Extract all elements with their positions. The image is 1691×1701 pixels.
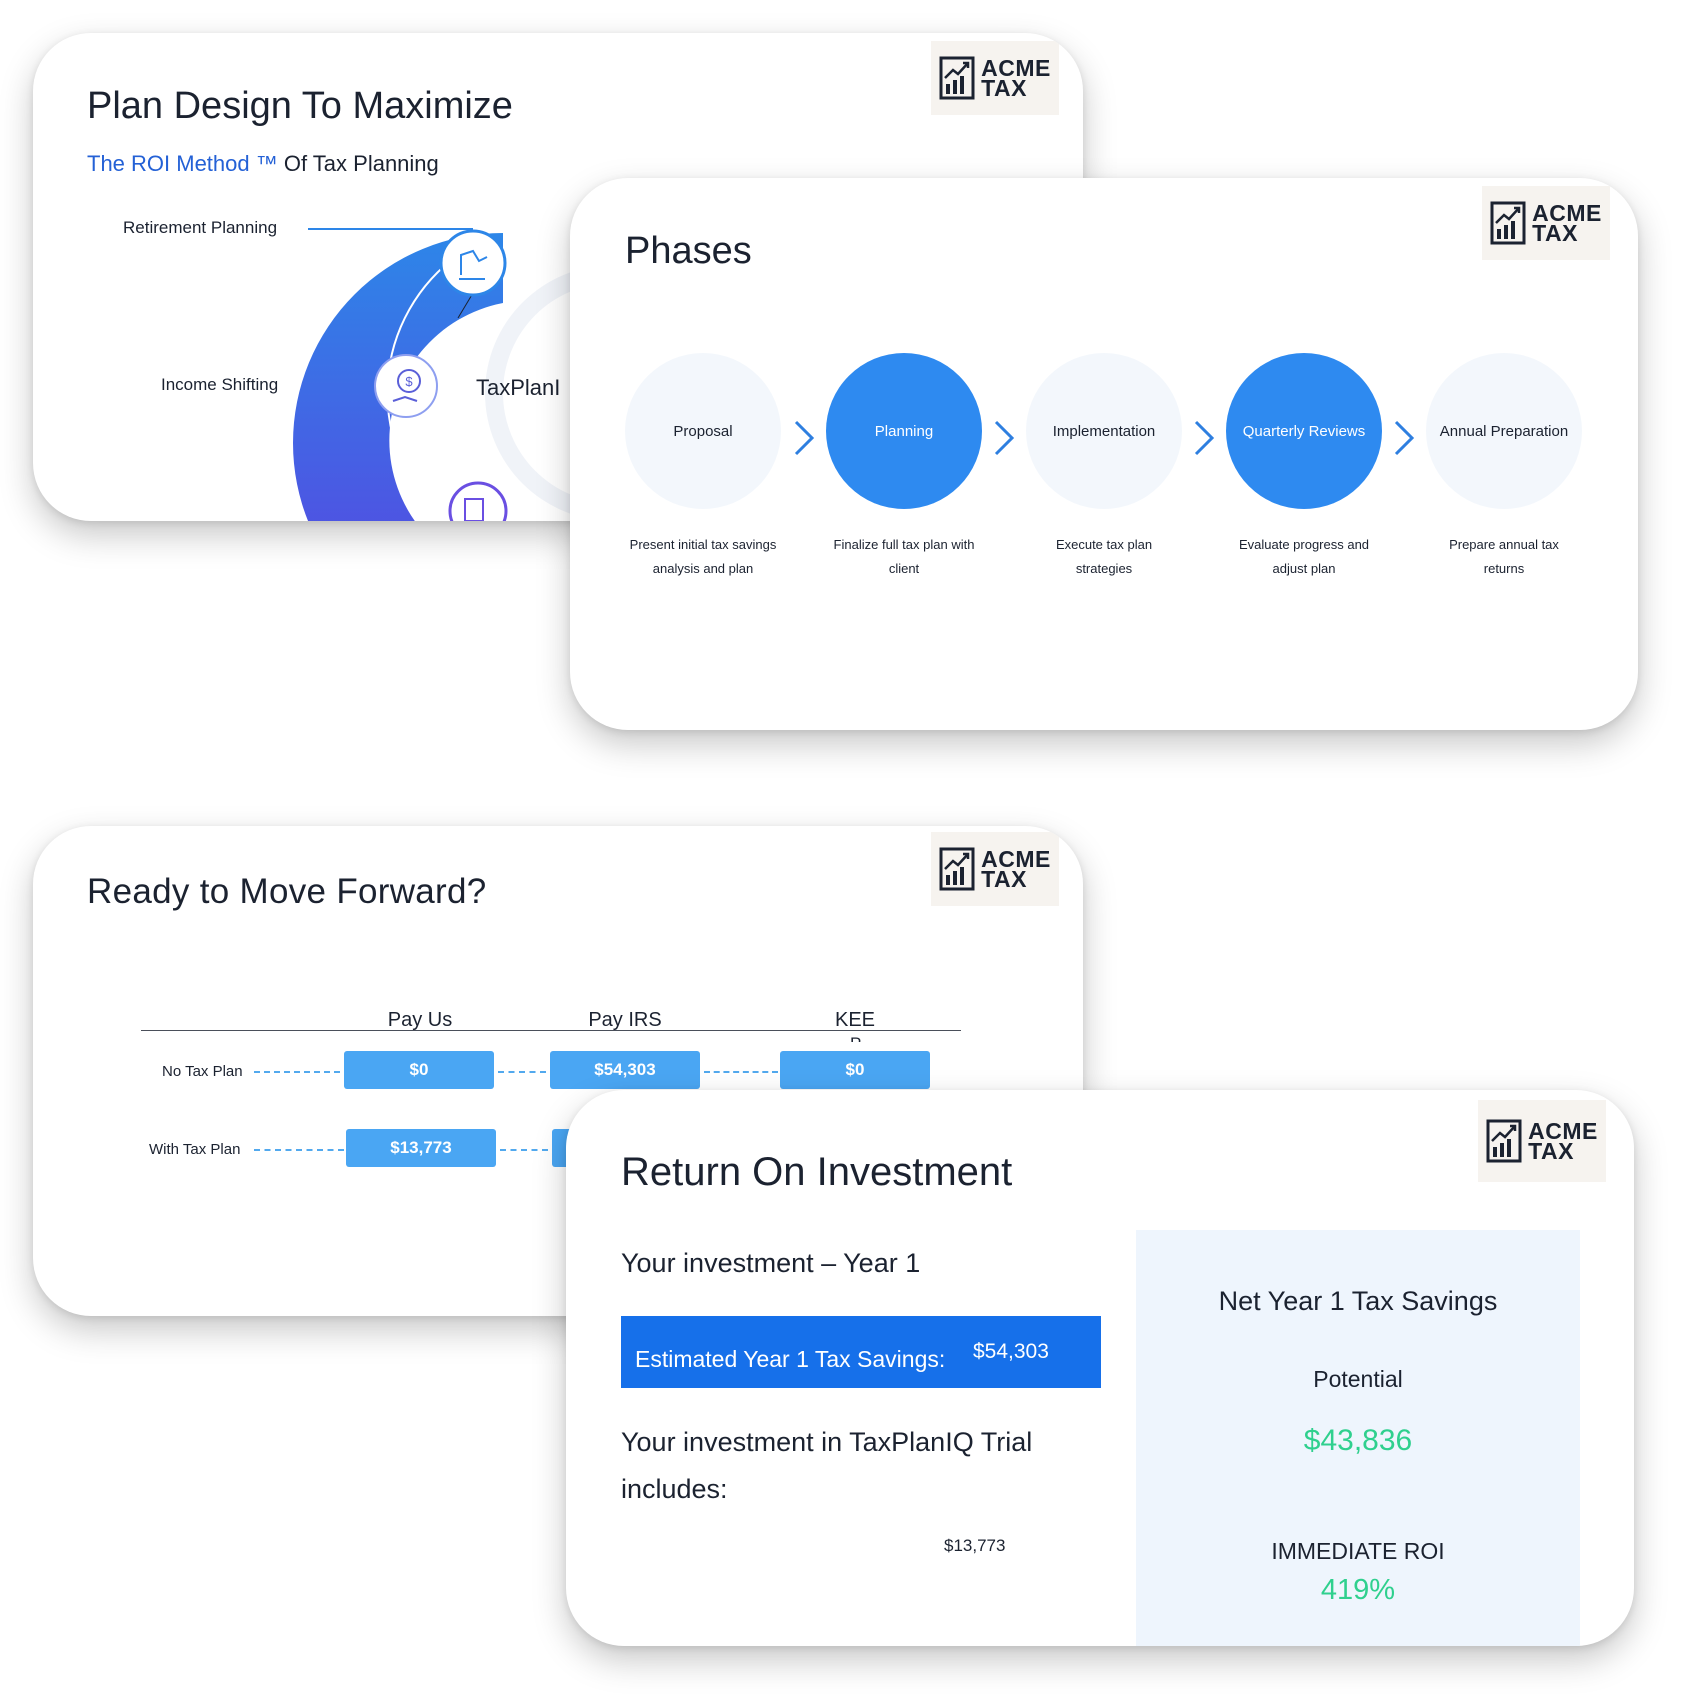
header-divider (141, 1030, 961, 1031)
row-label-no-tax-plan: No Tax Plan (162, 1063, 243, 1080)
trial-investment-line2: includes: (621, 1474, 728, 1504)
phase-planning-desc: Finalize full tax plan with client (833, 537, 975, 576)
phase-implementation-desc: Execute tax plan strategies (1055, 537, 1153, 576)
phase-proposal-desc: Present initial tax savings analysis and… (629, 537, 777, 576)
income-shift-icon: $ (374, 354, 438, 418)
roi-method-label: The ROI Method ™ (87, 151, 278, 176)
immediate-roi-value: 419% (1320, 1574, 1396, 1606)
estimated-savings-value: $54,303 (973, 1340, 1049, 1363)
phase-planning: Planning (826, 353, 982, 509)
chart-logo-icon (1490, 201, 1526, 245)
row-connector (498, 1071, 546, 1073)
phase-annual-preparation-desc: Prepare annual tax returns (1449, 537, 1559, 576)
chevron-right-icon (994, 420, 1015, 456)
slide-title: Plan Design To Maximize (87, 85, 513, 127)
chevron-right-icon (1194, 420, 1215, 456)
slide-subtitle: The ROI Method ™ Of Tax Planning (87, 151, 439, 177)
chevron-right-icon (1394, 420, 1415, 456)
net-savings-heading: Net Year 1 Tax Savings (1218, 1286, 1498, 1316)
svg-text:$: $ (405, 374, 413, 389)
no-plan-keep-value: $0 (780, 1051, 930, 1089)
column-header-overflow: P (850, 1032, 861, 1042)
estimated-savings-label: Estimated Year 1 Tax Savings: (635, 1346, 946, 1372)
immediate-roi-label: IMMEDIATE ROI (1271, 1538, 1445, 1564)
net-savings-panel: Net Year 1 Tax Savings Potential $43,836… (1136, 1230, 1580, 1646)
phase-implementation: Implementation (1026, 353, 1182, 509)
taxplaniq-center-label: TaxPlanI (476, 375, 561, 400)
phase-quarterly-reviews-desc: Evaluate progress and adjust plan (1238, 537, 1370, 576)
trial-investment-value: $13,773 (944, 1536, 1006, 1555)
chart-logo-icon (939, 847, 975, 891)
estimated-savings-bar: Estimated Year 1 Tax Savings: $54,303 (621, 1316, 1101, 1388)
phase-quarterly-reviews: Quarterly Reviews (1226, 353, 1382, 509)
row-connector (254, 1149, 344, 1151)
chevron-right-icon (794, 420, 815, 456)
row-connector (500, 1149, 548, 1151)
income-shifting-label: Income Shifting (161, 375, 279, 394)
row-connector (704, 1071, 778, 1073)
phase-proposal: Proposal (625, 353, 781, 509)
slide-title: Return On Investment (621, 1150, 1013, 1194)
retirement-planning-label: Retirement Planning (123, 218, 278, 237)
no-plan-pay-us-value: $0 (344, 1051, 494, 1089)
row-connector (254, 1071, 340, 1073)
column-header-pay-us: Pay Us (387, 1009, 453, 1031)
chart-logo-icon (1486, 1119, 1522, 1163)
row-label-with-tax-plan: With Tax Plan (149, 1141, 241, 1158)
slide-title: Ready to Move Forward? (87, 872, 487, 911)
trial-investment-line1: Your investment in TaxPlanIQ Trial (621, 1427, 1033, 1457)
column-header-keep: KEE (834, 1009, 876, 1031)
investment-heading: Your investment – Year 1 (621, 1248, 921, 1278)
retirement-icon (439, 229, 507, 297)
potential-label: Potential (1313, 1366, 1403, 1392)
subtitle-rest: Of Tax Planning (277, 151, 439, 176)
phase-annual-preparation: Annual Preparation (1426, 353, 1582, 509)
slide-title: Phases (625, 230, 752, 272)
with-plan-pay-us-value: $13,773 (346, 1129, 496, 1167)
document-search-icon (448, 481, 508, 521)
no-plan-pay-irs-value: $54,303 (550, 1051, 700, 1089)
potential-value: $43,836 (1303, 1424, 1413, 1457)
column-header-pay-irs: Pay IRS (588, 1009, 662, 1031)
